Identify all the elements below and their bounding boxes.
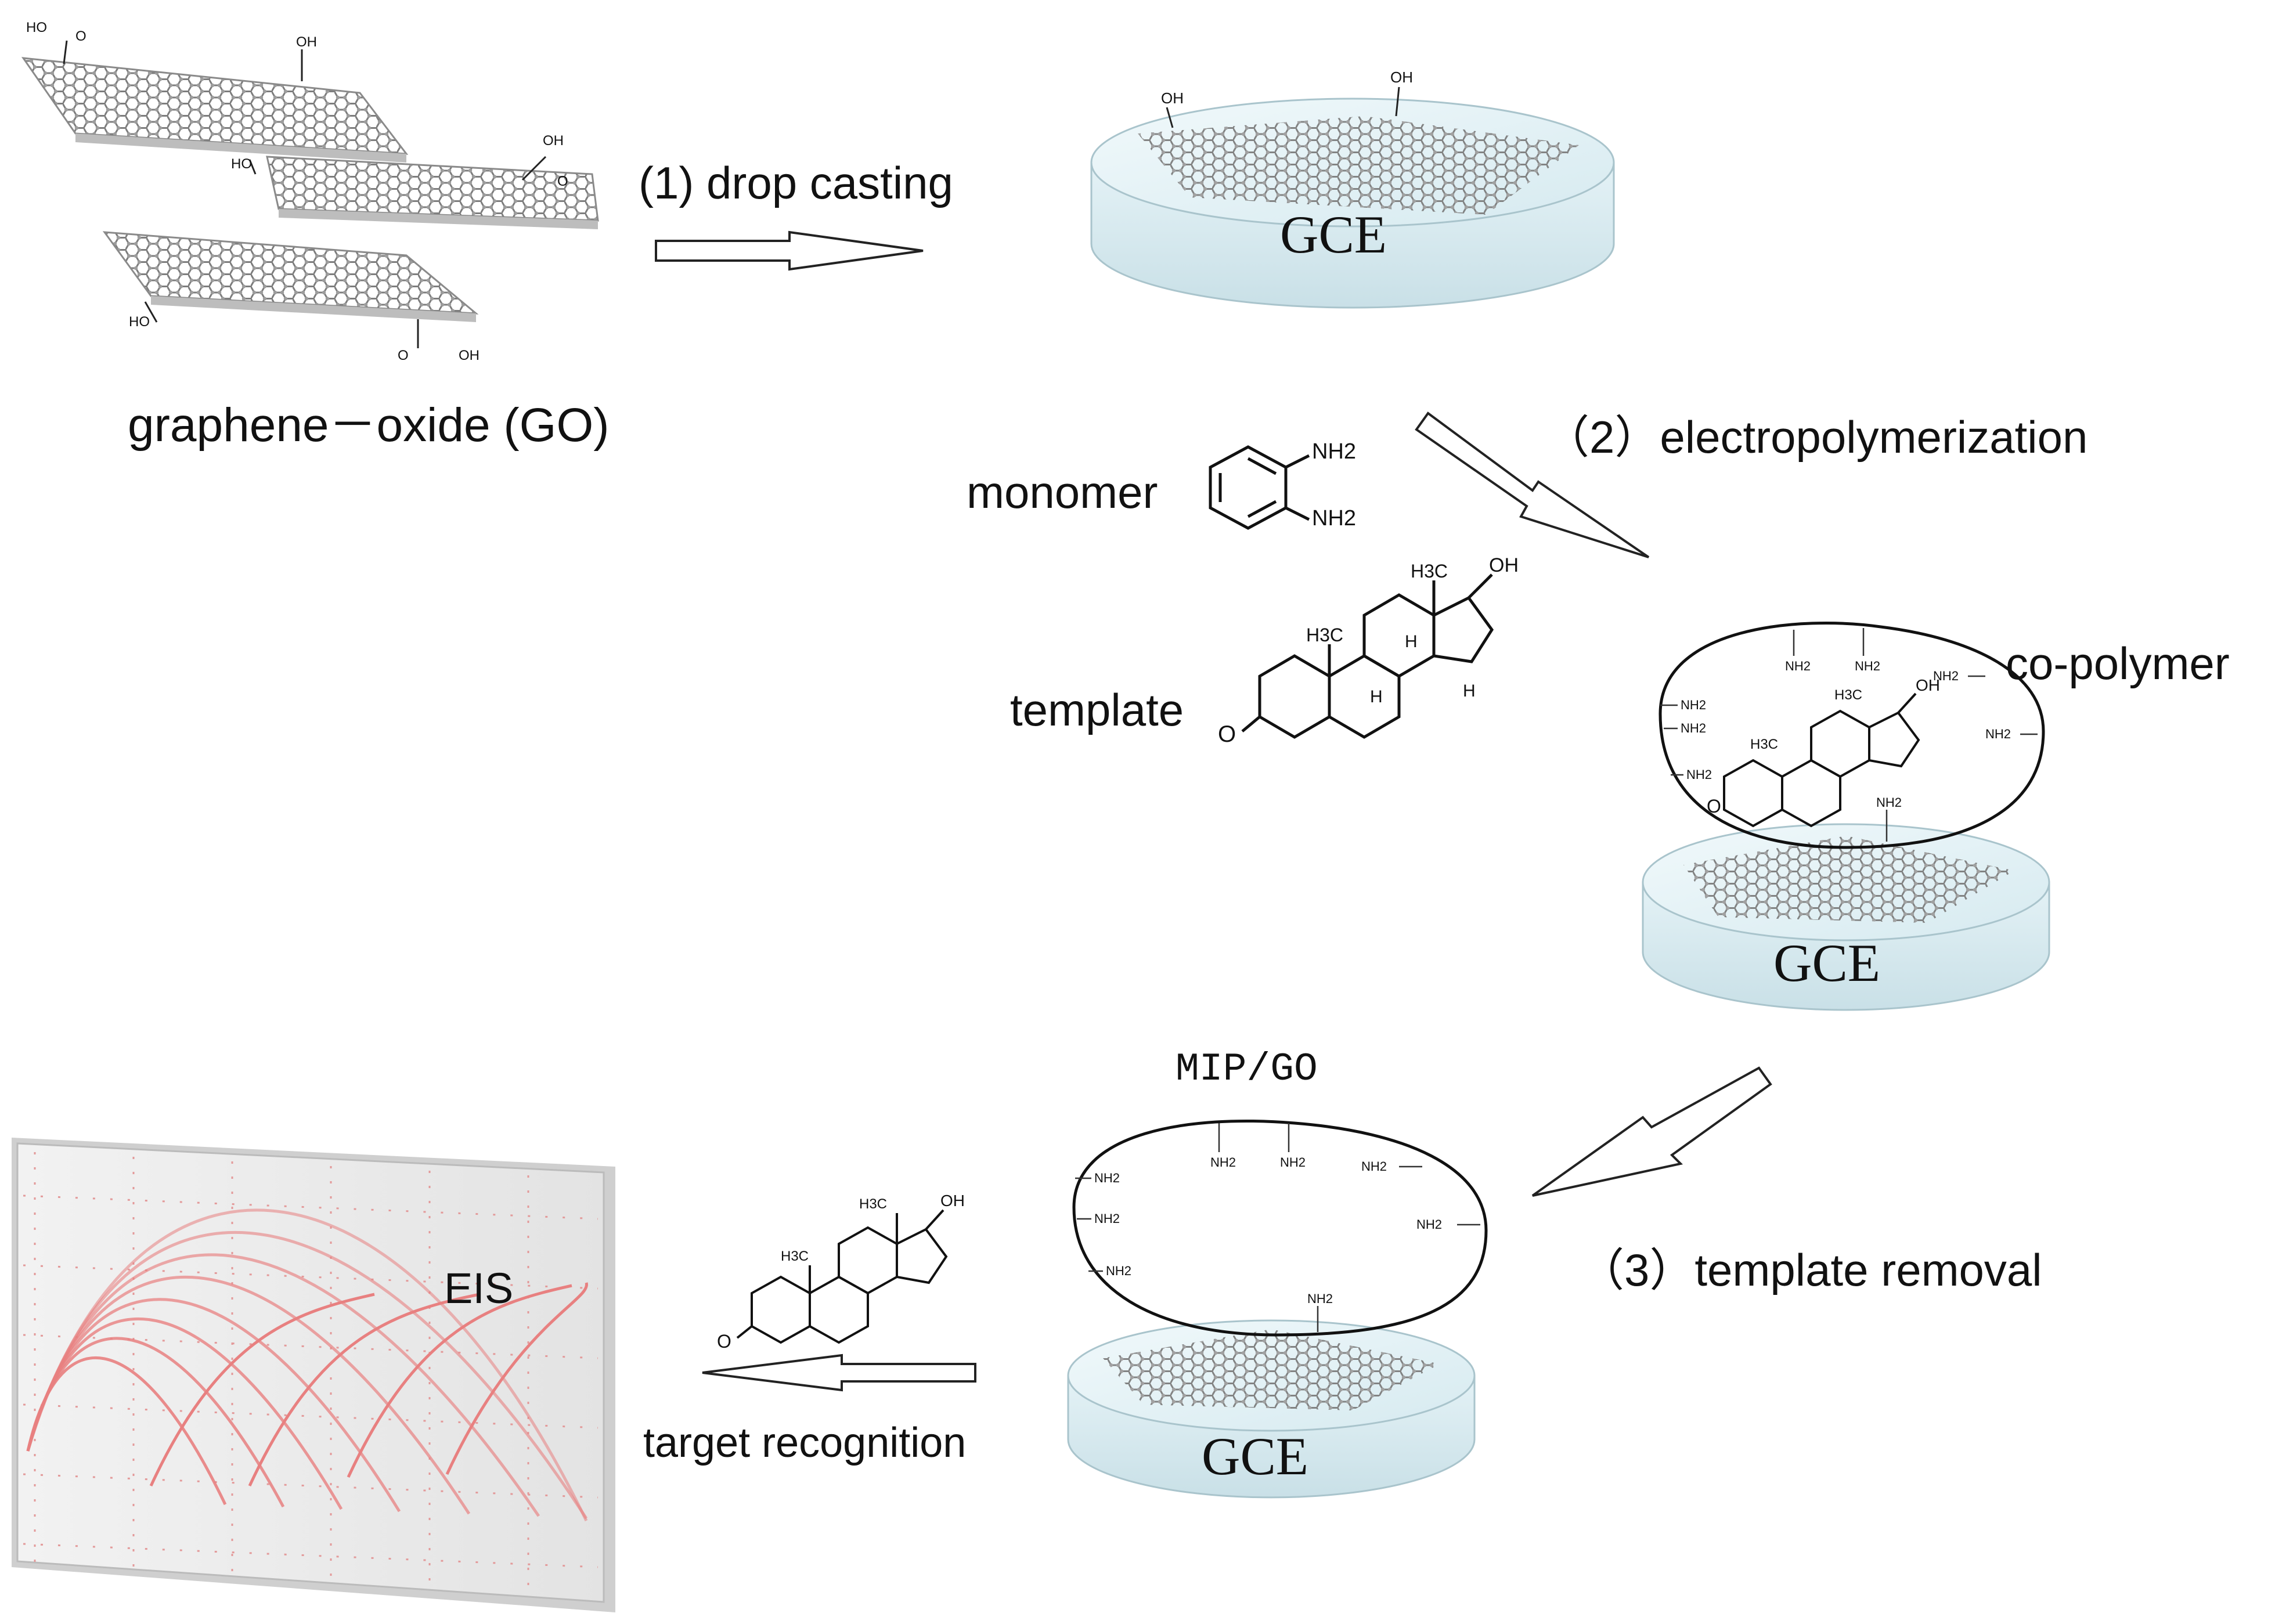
step2-label: （2）electropolymerization [1544, 412, 2087, 463]
monomer-label: monomer [967, 467, 1158, 518]
eis-grid [23, 1152, 599, 1596]
monomer-nh2-label: NH2 [1312, 506, 1356, 530]
step3-label: （3）template removal [1579, 1244, 2042, 1295]
mip-nh2-label: NH2 [1416, 1217, 1442, 1232]
eis-curve [248, 1293, 480, 1487]
eis-curves [26, 1208, 588, 1522]
copolymer-nh2-label: NH2 [1985, 727, 2011, 741]
target-ch3-label: H3C [859, 1196, 887, 1212]
go-group-label: O [398, 348, 409, 363]
copolymer-nh2-label: NH2 [1855, 659, 1880, 673]
graphene-sheet-icon [21, 57, 409, 163]
eis-curve [347, 1284, 572, 1478]
eis-label: EIS [444, 1264, 513, 1312]
copolymer-nh2-label: NH2 [1876, 795, 1902, 810]
copolymer-capsule: NH2 NH2 NH2 NH2 NH2 NH2 NH2 NH2 O OH H3C… [1659, 622, 2045, 849]
eis-panel: EIS [12, 1138, 615, 1612]
go-label: graphene－oxide (GO) [128, 399, 610, 452]
template-h-label: H [1463, 681, 1476, 701]
template-oh-label: OH [1489, 554, 1519, 576]
go-group-label: HO [129, 314, 150, 330]
benzene-ring-icon [1209, 445, 1310, 530]
gce1-label: GCE [1280, 205, 1387, 264]
copolymer-nh2-label: NH2 [1785, 659, 1811, 673]
step1-label: (1) drop casting [639, 157, 953, 208]
copolymer-ch3-label: H3C [1834, 687, 1862, 703]
mip-nh2-label: NH2 [1280, 1155, 1306, 1170]
graphene-sheet-icon [102, 231, 479, 322]
mip-go-label: MIP/GO [1176, 1047, 1318, 1092]
template-h-label: H [1405, 632, 1418, 651]
gce1-group-label: OH [1161, 89, 1184, 107]
step4-label: target recognition [643, 1420, 966, 1466]
copolymer-o-label: O [1707, 796, 1721, 817]
mip-nh2-label: NH2 [1094, 1211, 1120, 1226]
target-oh-label: OH [940, 1192, 965, 1210]
target-o-label: O [717, 1331, 731, 1352]
gce-electrode-icon: OH OH GCE [1090, 68, 1615, 309]
copolymer-ch3-label: H3C [1750, 737, 1778, 752]
steroid-molecule-icon [1241, 573, 1494, 739]
eis-curve [445, 1282, 588, 1475]
target-ch3-label: H3C [781, 1248, 809, 1264]
eis-curve [149, 1293, 375, 1487]
mip-nh2-label: NH2 [1210, 1155, 1236, 1170]
go-group-label: OH [459, 348, 479, 363]
go-group-label: O [75, 28, 86, 44]
gce3-label: GCE [1202, 1427, 1308, 1486]
mip-capsule: NH2 NH2 NH2 NH2 NH2 NH2 NH2 NH2 [1072, 1120, 1488, 1337]
hollow-arrow-icon [1415, 412, 1650, 558]
go-group-label: HO [26, 20, 47, 35]
copolymer-nh2-label: NH2 [1681, 721, 1706, 735]
eis-curve [26, 1356, 227, 1506]
copolymer-nh2-label: NH2 [1933, 669, 1959, 683]
mip-nh2-label: NH2 [1094, 1171, 1120, 1185]
hollow-arrow-icon [1531, 1066, 1772, 1197]
go-group-label: HO [231, 156, 252, 172]
template-ch3-label: H3C [1306, 625, 1343, 645]
mip-nh2-label: NH2 [1361, 1159, 1387, 1174]
mip-nh2-label: NH2 [1106, 1264, 1131, 1278]
hollow-arrow-icon [655, 230, 924, 271]
template-label: template [1010, 684, 1184, 735]
go-group-label: OH [543, 133, 564, 149]
go-group-label: OH [296, 34, 317, 50]
template-o-label: O [1218, 721, 1236, 747]
copolymer-label: co-polymer [2006, 638, 2230, 689]
gce1-group-label: OH [1390, 68, 1413, 86]
mip-nh2-label: NH2 [1307, 1291, 1333, 1306]
copolymer-nh2-label: NH2 [1681, 698, 1706, 712]
hollow-arrow-icon [702, 1354, 976, 1392]
copolymer-oh-label: OH [1916, 676, 1940, 694]
gce-electrode-icon: GCE [1642, 823, 2050, 1011]
template-h-label: H [1370, 687, 1383, 706]
template-ch3-label: H3C [1411, 561, 1448, 582]
copolymer-nh2-label: NH2 [1686, 767, 1712, 782]
graphene-sheet-icon [266, 156, 599, 229]
gce2-label: GCE [1773, 933, 1880, 993]
monomer-nh2-label: NH2 [1312, 439, 1356, 464]
steroid-molecule-icon [736, 1209, 948, 1344]
gce-electrode-icon: GCE [1067, 1319, 1476, 1499]
graphene-oxide-stack: HO O OH HO OH O HO O OH [21, 20, 599, 363]
steroid-molecule-icon [1723, 692, 1920, 828]
go-group-label: O [557, 174, 568, 189]
